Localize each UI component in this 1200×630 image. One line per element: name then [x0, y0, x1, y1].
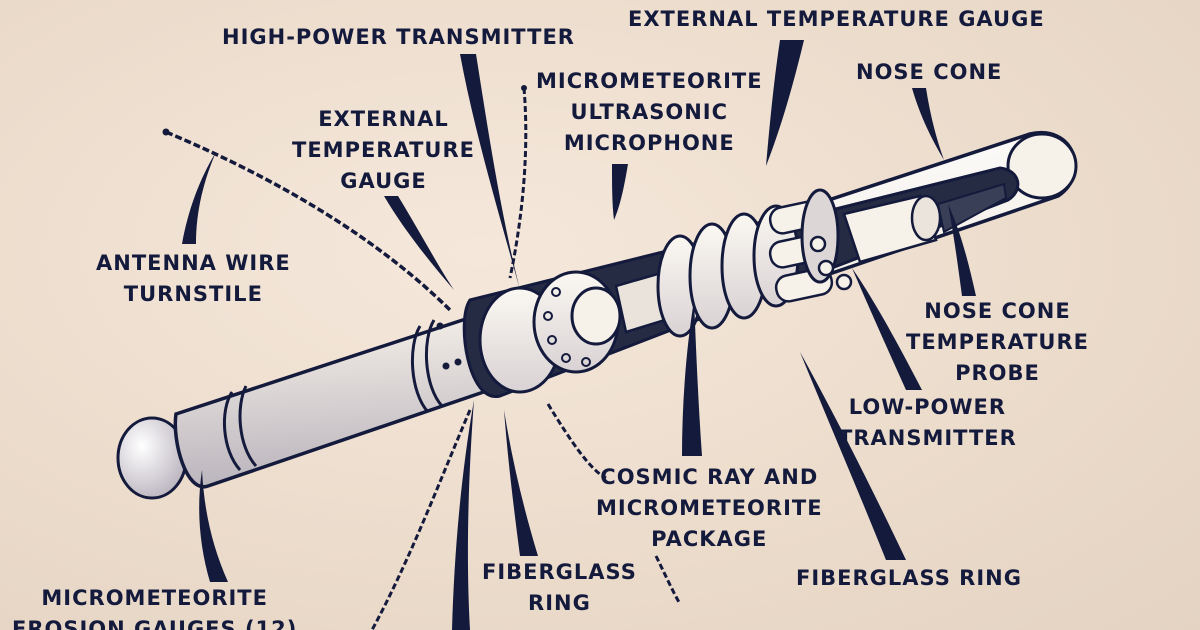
leader-external-temperature-gauge-top	[766, 40, 804, 166]
label-micrometeorite-erosion-gauges: MICROMETEORITE EROSION GAUGES (12)	[12, 583, 297, 630]
label-external-temperature-gauge-top: EXTERNAL TEMPERATURE GAUGE	[628, 4, 1045, 35]
label-line: FIBERGLASS	[482, 557, 637, 588]
label-line: MICROMETEORITE	[12, 583, 297, 614]
label-line: ANTENNA WIRE	[96, 248, 291, 279]
leader-micrometeorite-microphone	[612, 164, 628, 220]
label-line: NOSE CONE	[856, 57, 1002, 88]
label-line: MICROPHONE	[536, 128, 763, 159]
leader-fiberglass-ring-left	[504, 410, 538, 556]
label-line: HIGH-POWER TRANSMITTER	[222, 22, 575, 53]
gauge-hole	[437, 323, 444, 330]
label-high-power-transmitter: HIGH-POWER TRANSMITTER	[222, 22, 575, 53]
label-line: EXTERNAL TEMPERATURE GAUGE	[628, 4, 1045, 35]
probe-bolt	[819, 261, 833, 275]
gauge-hole	[443, 363, 450, 370]
label-nose-cone: NOSE CONE	[856, 57, 1002, 88]
leader-nose-cone	[912, 88, 944, 160]
antenna-wire-upper-center	[510, 88, 526, 278]
label-line: PACKAGE	[596, 524, 823, 555]
label-line: LOW-POWER	[838, 392, 1017, 423]
label-line: MICROMETEORITE	[596, 493, 823, 524]
leader-antenna-wire	[182, 152, 216, 244]
label-line: EXTERNAL	[292, 104, 475, 135]
instrument-package-core	[572, 288, 620, 344]
label-low-power-transmitter: LOW-POWER TRANSMITTER	[838, 392, 1017, 454]
gauge-hole	[455, 359, 462, 366]
label-nose-cone-temperature-probe: NOSE CONE TEMPERATURE PROBE	[906, 296, 1089, 389]
label-line: NOSE CONE	[906, 296, 1089, 327]
leader-lower-center	[452, 400, 474, 630]
probe-bolt	[811, 237, 825, 251]
label-line: EROSION GAUGES (12)	[12, 614, 297, 630]
label-line: TEMPERATURE	[906, 327, 1089, 358]
label-line: PROBE	[906, 358, 1089, 389]
label-antenna-wire-turnstile: ANTENNA WIRE TURNSTILE	[96, 248, 291, 310]
label-line: TRANSMITTER	[838, 423, 1017, 454]
label-line: TURNSTILE	[96, 279, 291, 310]
nose-cone-probe-end	[912, 196, 940, 240]
label-micrometeorite-ultrasonic-microphone: MICROMETEORITE ULTRASONIC MICROPHONE	[536, 66, 763, 159]
label-line: GAUGE	[292, 166, 475, 197]
label-external-temperature-gauge-left: EXTERNAL TEMPERATURE GAUGE	[292, 104, 475, 197]
leader-external-temperature-gauge-left	[384, 196, 454, 290]
label-fiberglass-ring-left: FIBERGLASS RING	[482, 557, 637, 619]
label-cosmic-ray-package: COSMIC RAY AND MICROMETEORITE PACKAGE	[596, 462, 823, 555]
label-line: ULTRASONIC	[536, 97, 763, 128]
antenna-wire-bottom	[656, 556, 680, 604]
label-line: MICROMETEORITE	[536, 66, 763, 97]
antenna-wire-tip	[163, 129, 170, 136]
label-line: RING	[482, 588, 637, 619]
label-line: TEMPERATURE	[292, 135, 475, 166]
label-fiberglass-ring-right: FIBERGLASS RING	[796, 563, 1022, 594]
label-line: FIBERGLASS RING	[796, 563, 1022, 594]
antenna-wire-tip	[521, 85, 527, 91]
label-line: COSMIC RAY AND	[596, 462, 823, 493]
probe-bolt	[837, 275, 851, 289]
